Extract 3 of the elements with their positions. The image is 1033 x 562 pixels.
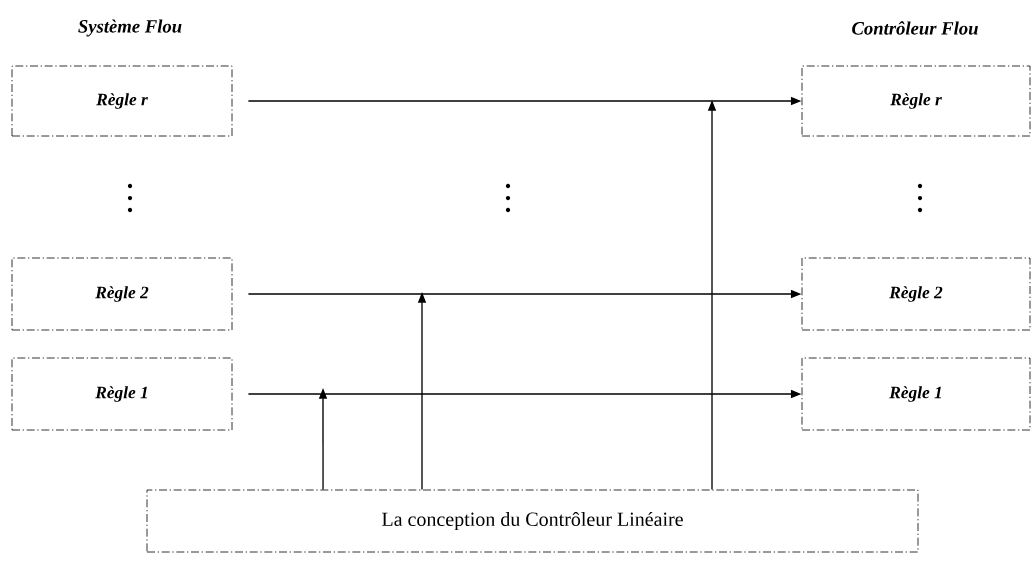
column-title: Contrôleur Flou: [852, 21, 978, 35]
design-box: La conception du Contrôleur Linéaire: [146, 489, 919, 553]
column-title: Système Flou: [78, 19, 182, 37]
